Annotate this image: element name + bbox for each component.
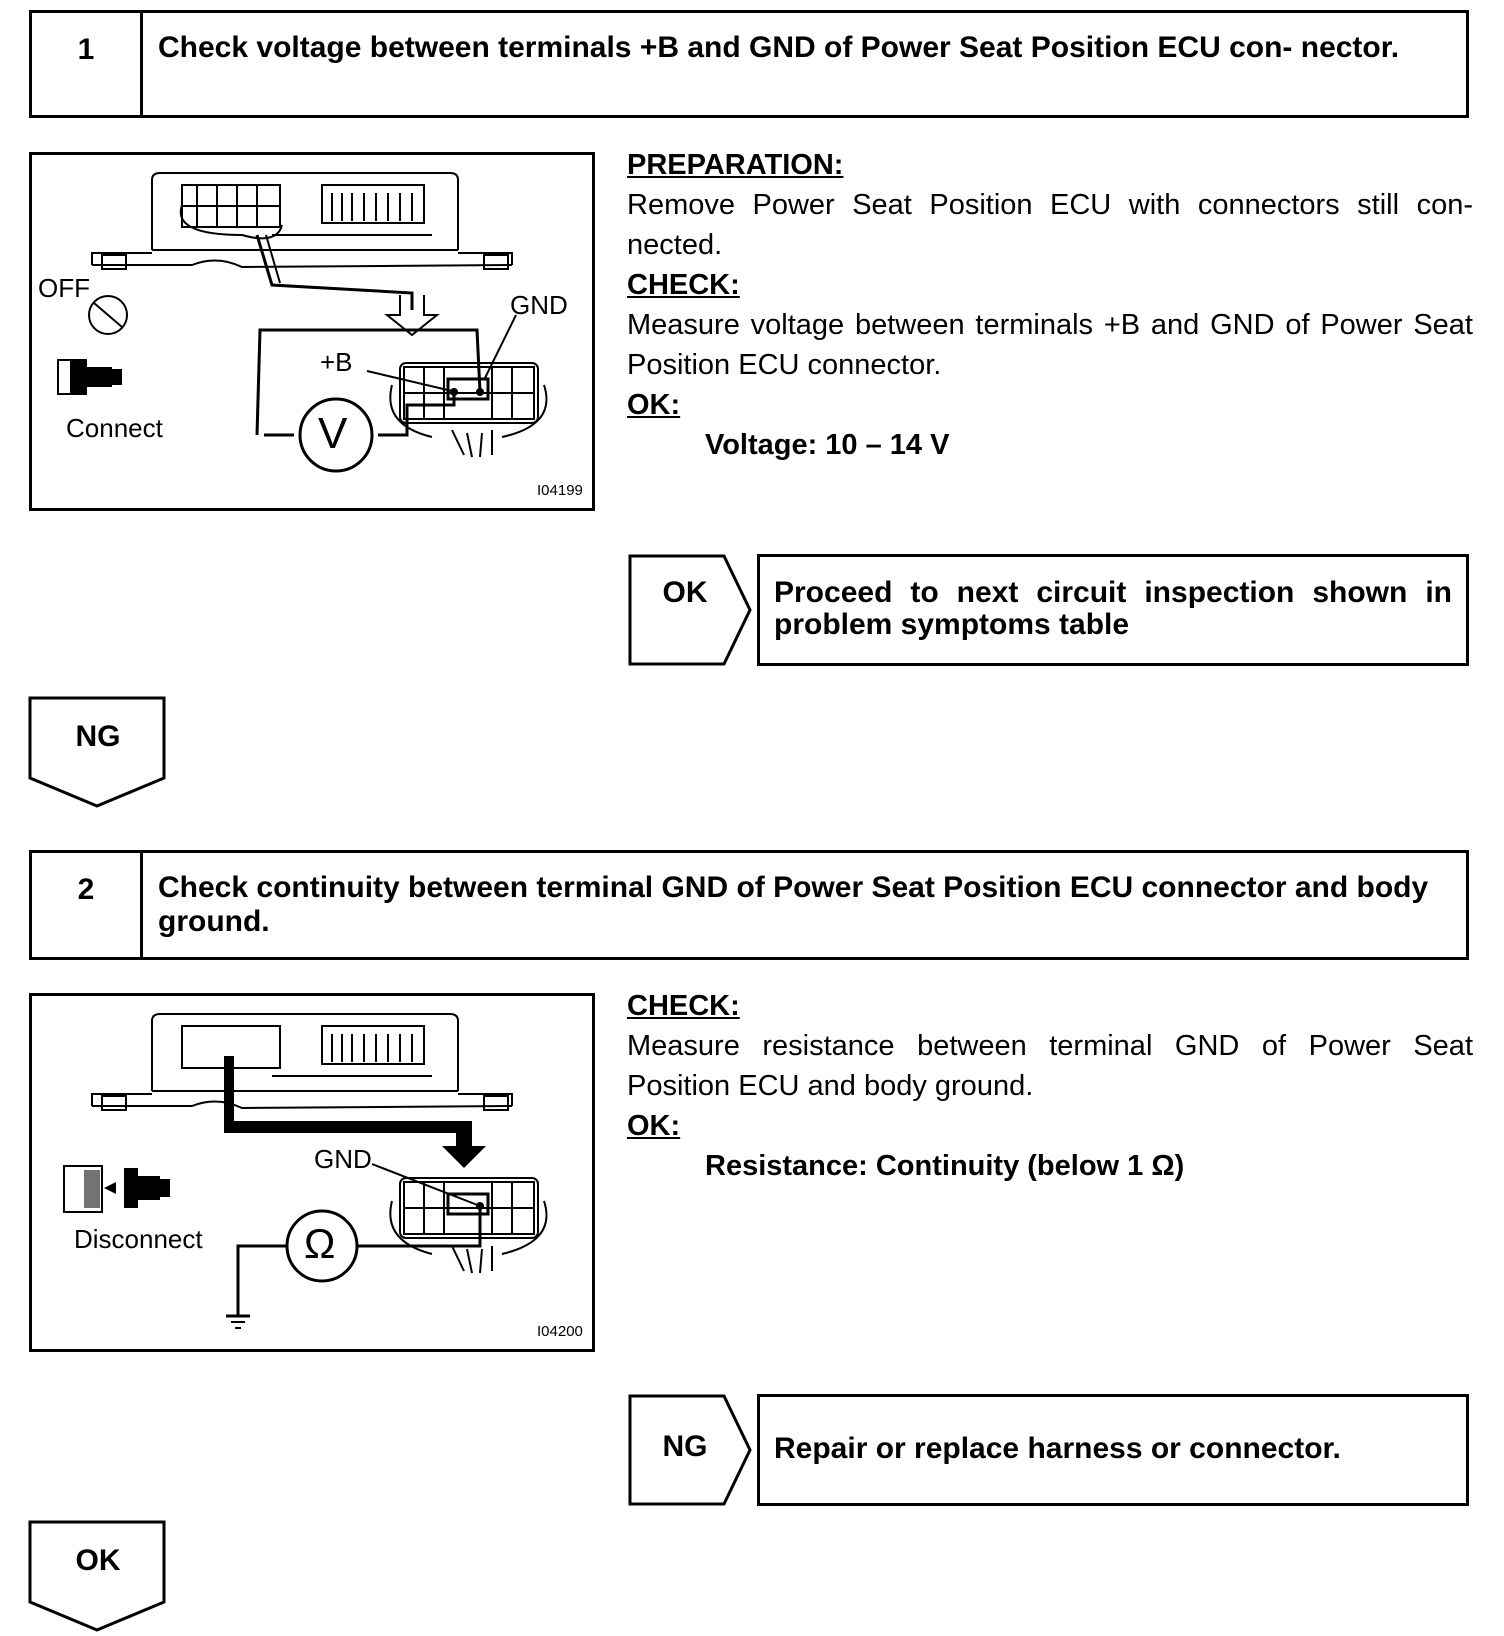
ok-flow-tag: OK: [75, 1544, 121, 1577]
gnd-label: GND: [314, 1144, 372, 1174]
ohmmeter-symbol: Ω: [304, 1220, 336, 1267]
b-terminal-label: +B: [320, 347, 353, 377]
ok-label: OK:: [627, 389, 681, 421]
ok-flow-arrow: [28, 1520, 166, 1632]
figure-code: I04200: [537, 1323, 583, 1340]
step-2-header: 2 Check continuity between terminal GND …: [29, 850, 1469, 960]
off-label: OFF: [38, 273, 90, 303]
step-1-figure: OFF Connect GND +B V I04199: [29, 152, 595, 511]
ok-result-tag: OK: [662, 576, 708, 609]
step-2-number: 2: [32, 853, 143, 957]
preparation-text: Remove Power Seat Position ECU with conn…: [627, 189, 1473, 261]
step-2-figure: GND Disconnect Ω I04200: [29, 993, 595, 1352]
ok-spec: Voltage: 10 – 14 V: [705, 429, 950, 461]
ng-flow-tag: NG: [75, 720, 121, 753]
figure-code: I04199: [537, 482, 583, 499]
step-1-title: Check voltage between terminals +B and G…: [158, 31, 1400, 64]
ng-flow-arrow: [28, 696, 166, 808]
connect-label: Connect: [66, 413, 163, 443]
step-1-instructions: PREPARATION: Remove Power Seat Position …: [627, 145, 1473, 465]
ng-result-text: Repair or replace harness or connector.: [757, 1394, 1469, 1506]
ng-result-arrow: [628, 1394, 752, 1506]
check-text: Measure voltage between terminals +B and…: [627, 309, 1473, 381]
ok-label: OK:: [627, 1110, 681, 1142]
ok-result-arrow: [628, 554, 752, 666]
gnd-label: GND: [510, 290, 568, 320]
ok-result-text: Proceed to next circuit inspection shown…: [757, 554, 1469, 666]
ok-spec: Resistance: Continuity (below 1 Ω): [705, 1150, 1185, 1182]
step-2-title: Check continuity between terminal GND of…: [158, 871, 1429, 938]
check-text: Measure resistance between terminal GND …: [627, 1030, 1473, 1102]
disconnect-label: Disconnect: [74, 1224, 203, 1254]
check-label: CHECK:: [627, 990, 740, 1022]
step-2-instructions: CHECK: Measure resistance between termin…: [627, 986, 1473, 1186]
ng-result-tag: NG: [662, 1430, 708, 1463]
resistance-measurement-diagram: [63, 1013, 548, 1329]
voltmeter-symbol: V: [318, 409, 348, 458]
voltage-measurement-diagram: [57, 172, 548, 473]
check-label: CHECK:: [627, 269, 740, 301]
preparation-label: PREPARATION:: [627, 149, 844, 181]
step-1-number: 1: [32, 13, 143, 115]
step-1-header: 1 Check voltage between terminals +B and…: [29, 10, 1469, 118]
